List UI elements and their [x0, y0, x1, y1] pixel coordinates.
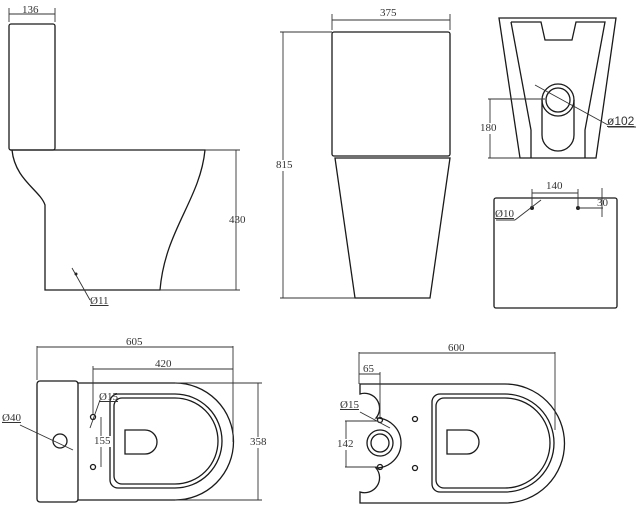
tank-top-view	[493, 188, 618, 309]
plan-view	[19, 346, 262, 503]
base-length-label: 600	[448, 342, 465, 354]
plan-width-label: 358	[250, 436, 267, 448]
rear-view	[488, 17, 636, 159]
hole-offset-label: 30	[597, 197, 608, 209]
front-view	[280, 14, 451, 299]
front-width-label: 375	[380, 7, 397, 19]
outlet-diameter-label: ø102	[607, 114, 635, 128]
hole-spacing-label: 140	[546, 180, 563, 192]
outlet-offset-label: 65	[363, 363, 374, 375]
inlet-hole-label: Ø40	[2, 412, 21, 424]
outlet-height-label: 180	[480, 122, 497, 134]
base-view	[345, 352, 566, 504]
plan-length-label: 605	[126, 336, 143, 348]
hole-diameter-label: Ø10	[495, 208, 514, 220]
bowl-height-label: 430	[229, 214, 246, 226]
seat-hole-spacing-label: 155	[94, 435, 111, 447]
seat-hole-label: Ø15	[99, 391, 118, 403]
side-view	[8, 8, 240, 301]
outlet-hole-label: Ø11	[90, 295, 109, 307]
fixing-spacing-label: 142	[337, 438, 354, 450]
bowl-length-label: 420	[155, 358, 172, 370]
total-height-label: 815	[276, 159, 293, 171]
fixing-hole-label: Ø15	[340, 399, 359, 411]
tank-depth-label: 136	[22, 4, 39, 16]
